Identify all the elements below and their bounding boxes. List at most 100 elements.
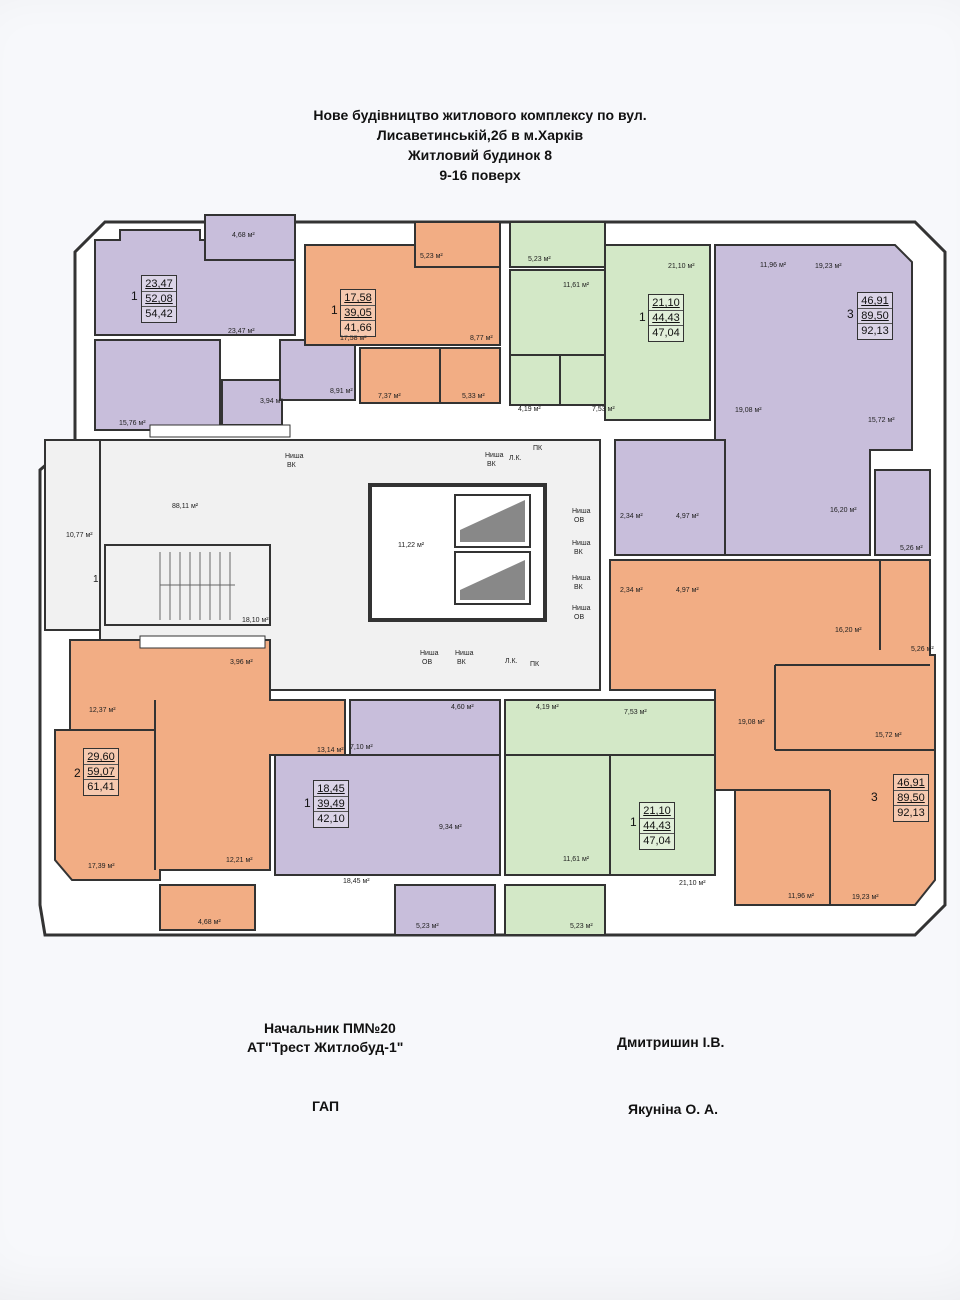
- signature-name-2: Якуніна О. А.: [628, 1101, 719, 1117]
- reduced-area: 54,42: [145, 308, 173, 320]
- niche-label: Ниша: [572, 540, 591, 547]
- room-area: 11,96 м²: [760, 262, 787, 269]
- apartment-area-box: 46,91 89,50 92,13: [893, 774, 929, 822]
- reduced-area: 47,04: [643, 835, 671, 847]
- apartment-area-box: 17,58 39,05 41,66: [340, 289, 376, 337]
- room-area: 2,34 м²: [620, 587, 643, 594]
- reduced-area: 41,66: [344, 322, 372, 334]
- room-area: 11,61 м²: [563, 282, 590, 289]
- room-area: 19,23 м²: [815, 263, 842, 270]
- room-area: 19,08 м²: [735, 407, 762, 414]
- room-area: 18,10 м²: [242, 617, 269, 624]
- room-area: 3,94 м²: [260, 398, 283, 405]
- niche-label: Ниша: [420, 650, 439, 657]
- living-area: 29,60: [84, 750, 118, 765]
- signature-title-1: Начальник ПМ№20: [264, 1020, 396, 1036]
- apartment-area-box: 21,10 44,43 47,04: [639, 802, 675, 850]
- reduced-area: 47,04: [652, 327, 680, 339]
- apartment-top-right: [614, 244, 931, 556]
- niche-label: ПК: [533, 445, 543, 452]
- niche-label: Ниша: [572, 575, 591, 582]
- room-area: 21,10 м²: [679, 880, 706, 887]
- apartment-rooms: 1: [131, 289, 138, 303]
- apartment-area-box: 21,10 44,43 47,04: [648, 294, 684, 342]
- room-area: 88,11 м²: [172, 503, 199, 510]
- room-area: 12,37 м²: [89, 707, 116, 714]
- apartment-rooms: 3: [847, 307, 854, 321]
- staircase: [159, 552, 235, 620]
- niche-label: ВК: [574, 584, 584, 591]
- total-area: 44,43: [649, 311, 683, 326]
- common-corridor: [44, 439, 601, 691]
- room-area: 17,39 м²: [88, 863, 115, 870]
- signature-title-2: АТ"Трест Житлобуд-1": [247, 1039, 404, 1055]
- reduced-area: 92,13: [897, 807, 925, 819]
- room-area: 5,23 м²: [570, 923, 593, 930]
- room-area: 11,61 м²: [563, 856, 590, 863]
- room-area: 7,10 м²: [350, 744, 373, 751]
- apartment-area-box: 46,91 89,50 92,13: [857, 292, 893, 340]
- room-area: 9,34 м²: [439, 824, 462, 831]
- reduced-area: 92,13: [861, 325, 889, 337]
- apartment-area-box: 23,47 52,08 54,42: [141, 275, 177, 323]
- room-area: 4,19 м²: [518, 406, 541, 413]
- total-area: 89,50: [894, 791, 928, 806]
- room-area: 5,26 м²: [911, 646, 934, 653]
- niche-label: ВК: [287, 462, 297, 469]
- total-area: 39,05: [341, 306, 375, 321]
- room-area: 10,77 м²: [66, 532, 93, 539]
- living-area: 17,58: [341, 291, 375, 306]
- niche-label: Ниша: [285, 453, 304, 460]
- room-area: 19,23 м²: [852, 894, 879, 901]
- niche-label: Ниша: [455, 650, 474, 657]
- room-area: 7,53 м²: [624, 709, 647, 716]
- title-line-4: 9-16 поверх: [439, 167, 521, 183]
- room-area: 4,60 м²: [451, 704, 474, 711]
- apartment-area-box: 18,45 39,49 42,10: [313, 780, 349, 828]
- niche-label: ВК: [574, 549, 584, 556]
- living-area: 21,10: [649, 296, 683, 311]
- signature-title-3: ГАП: [312, 1098, 340, 1114]
- room-area: 21,10 м²: [668, 263, 695, 270]
- room-area: 13,14 м²: [317, 747, 344, 754]
- room-area: 8,91 м²: [330, 388, 353, 395]
- room-area: 4,68 м²: [198, 919, 221, 926]
- room-area: 8,77 м²: [470, 335, 493, 342]
- apartment-top-3: [509, 221, 711, 421]
- room-area: 5,23 м²: [420, 253, 443, 260]
- reduced-area: 61,41: [87, 781, 115, 793]
- niche-label: ОВ: [574, 517, 584, 524]
- niche-label: ВК: [487, 461, 497, 468]
- apartment-bottom-left: [54, 635, 346, 931]
- niche-label: ОВ: [574, 614, 584, 621]
- total-area: 89,50: [858, 309, 892, 324]
- living-area: 46,91: [858, 294, 892, 309]
- niche-label: Ниша: [485, 452, 504, 459]
- total-area: 39,49: [314, 797, 348, 812]
- total-area: 52,08: [142, 292, 176, 307]
- reduced-area: 42,10: [317, 813, 345, 825]
- niche-label: ОВ: [422, 659, 432, 666]
- niche-label: Л.К.: [509, 455, 522, 462]
- room-area: 15,72 м²: [875, 732, 902, 739]
- room-area: 4,19 м²: [536, 704, 559, 711]
- apartment-area-box: 29,60 59,07 61,41: [83, 748, 119, 796]
- room-area: 11,22 м²: [398, 542, 425, 549]
- apartment-rooms: 1: [639, 310, 646, 324]
- apartment-rooms: 1: [331, 303, 338, 317]
- total-area: 44,43: [640, 819, 674, 834]
- apartment-bottom-2: [274, 699, 501, 936]
- title-line-1: Нове будівництво житлового комплексу по …: [313, 107, 647, 123]
- niche-label: Ниша: [572, 508, 591, 515]
- apartment-rooms: 1: [630, 815, 637, 829]
- living-area: 46,91: [894, 776, 928, 791]
- room-area: 7,37 м²: [378, 393, 401, 400]
- room-area: 23,47 м²: [228, 328, 255, 335]
- niche-label: Л.К.: [505, 658, 518, 665]
- room-area: 17,58 м²: [340, 335, 367, 342]
- room-area: 5,33 м²: [462, 393, 485, 400]
- room-area: 4,97 м²: [676, 587, 699, 594]
- room-area: 5,26 м²: [900, 545, 923, 552]
- room-area: 19,08 м²: [738, 719, 765, 726]
